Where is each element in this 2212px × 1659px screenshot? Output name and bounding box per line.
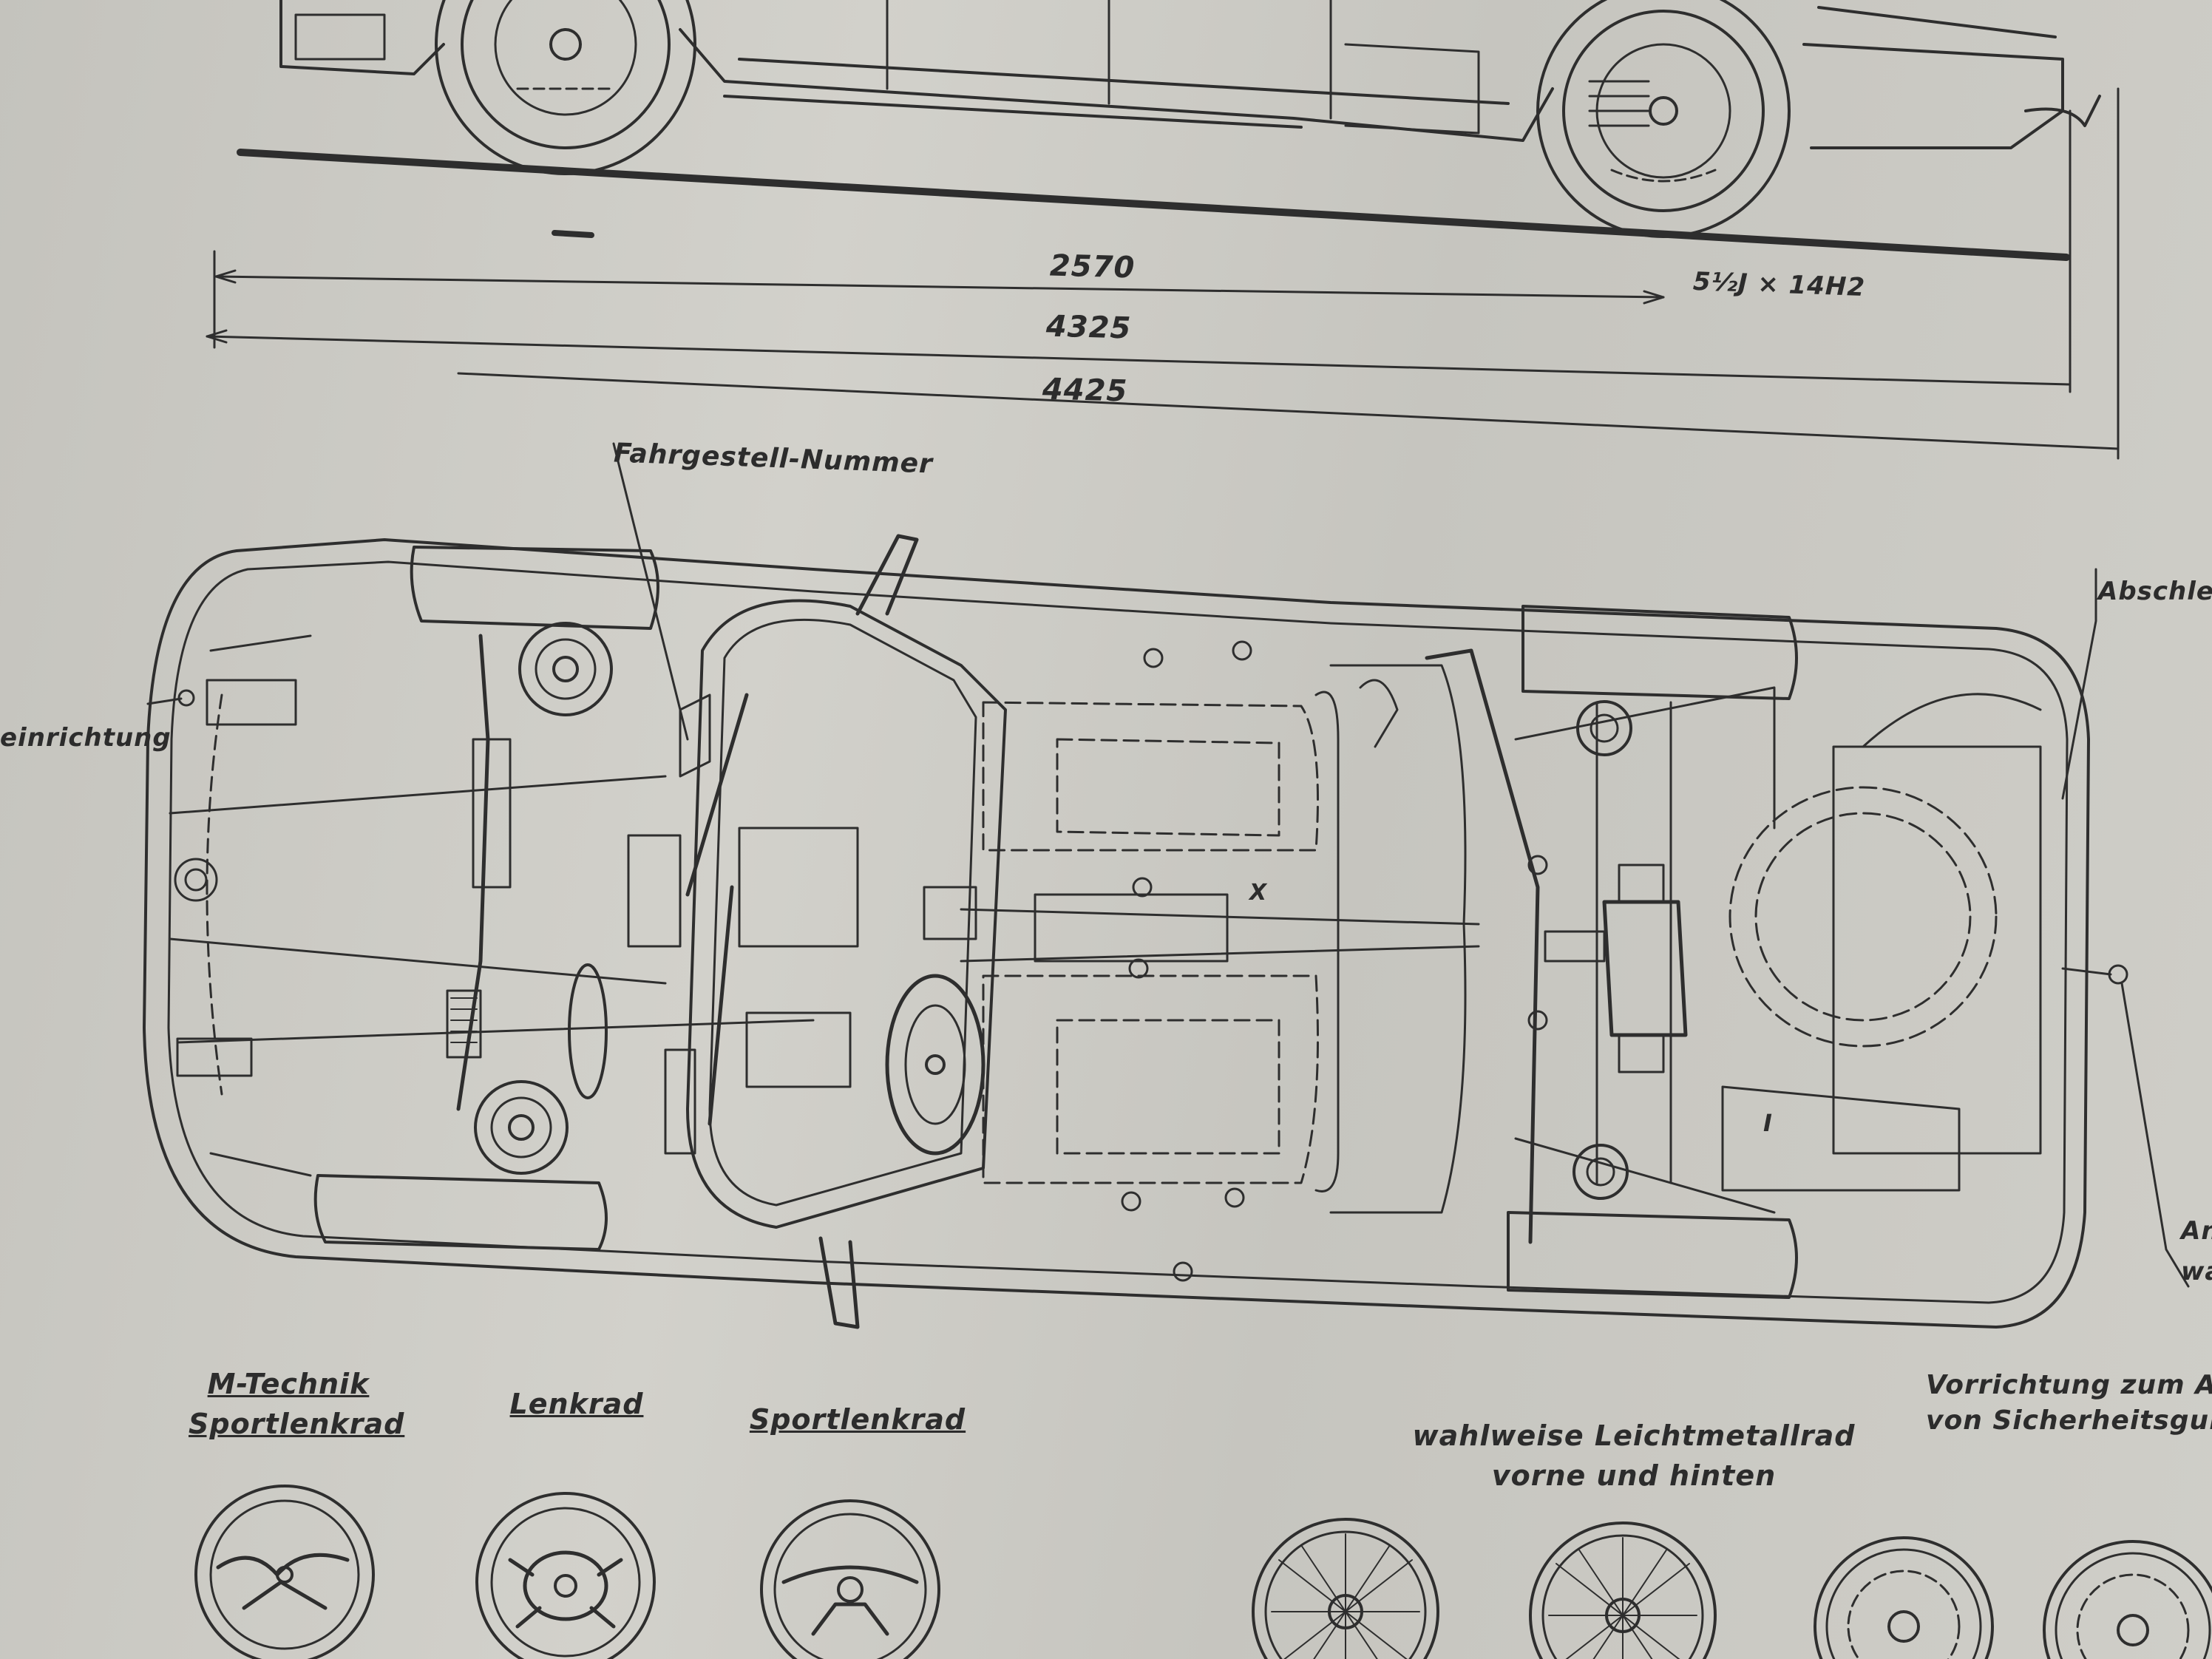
side-view bbox=[237, 0, 2101, 261]
towing-device-label-left: einrichtung bbox=[0, 723, 172, 753]
edge-label-right-1: An bbox=[2181, 1216, 2212, 1246]
interior-mark-x: X bbox=[1249, 880, 1268, 906]
length-dimension-short: 4325 bbox=[1045, 309, 1132, 346]
alloy-wheel-options bbox=[1252, 1518, 2212, 1659]
length-dimension-long: 4425 bbox=[1042, 372, 1128, 409]
m-technik-caption-line1: M-Technik bbox=[207, 1368, 370, 1400]
tire-spec-label: 5½J × 14H2 bbox=[1692, 266, 1866, 303]
seatbelt-mount-caption: Vorrichtung zum An von Sicherheitsgurt bbox=[1926, 1368, 2212, 1439]
interior-mark-i: I bbox=[1763, 1109, 1773, 1137]
edge-label-right-2: wa bbox=[2181, 1257, 2212, 1286]
steering-wheel-options bbox=[194, 1485, 940, 1659]
m-technik-caption-line2: Sportlenkrad bbox=[189, 1408, 405, 1440]
dimension-lines bbox=[206, 87, 2120, 460]
towing-device-label-right: Abschlep bbox=[2098, 577, 2212, 606]
seatbelt-caption-line1: Vorrichtung zum An bbox=[1926, 1370, 2212, 1400]
sport-wheel-caption: Sportlenkrad bbox=[749, 1403, 966, 1436]
top-view bbox=[143, 442, 2190, 1329]
steering-wheel-caption: Lenkrad bbox=[509, 1388, 644, 1420]
m-technik-wheel-caption: M-Technik Sportlenkrad bbox=[189, 1364, 405, 1444]
alloy-wheel-caption-line1: wahlweise Leichtmetallrad bbox=[1412, 1419, 1856, 1452]
alloy-wheel-caption: wahlweise Leichtmetallrad vorne und hint… bbox=[1390, 1416, 1878, 1496]
seatbelt-caption-line2: von Sicherheitsgurt bbox=[1926, 1405, 2212, 1436]
alloy-wheel-caption-line2: vorne und hinten bbox=[1491, 1459, 1777, 1492]
wheelbase-dimension: 2570 bbox=[1049, 248, 1136, 285]
